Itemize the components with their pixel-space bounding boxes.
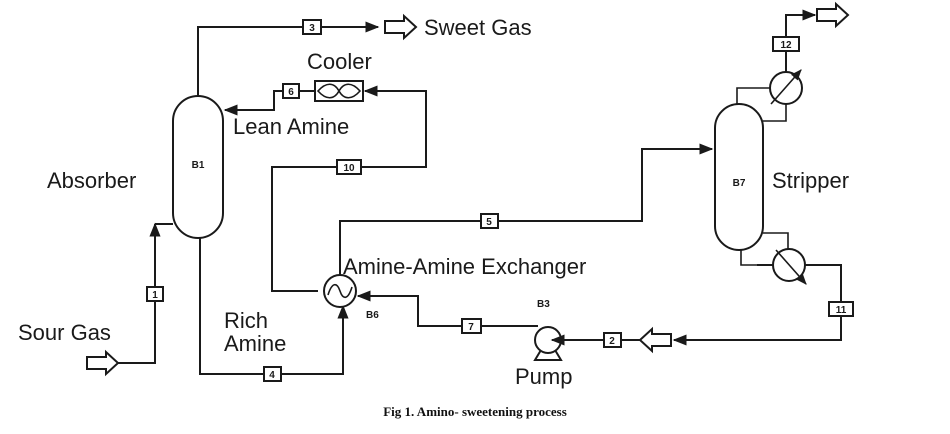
sour-gas-inlet-arrow (86, 349, 120, 377)
stream-3-line (197, 21, 380, 96)
svg-text:11: 11 (836, 305, 847, 316)
stream-11-line (672, 264, 842, 346)
absorber-column: B1 (172, 95, 224, 239)
stream-10-tag: 10 (336, 159, 362, 175)
sour-gas-label: Sour Gas (18, 320, 111, 345)
stream-10-line (271, 85, 427, 292)
sweet-gas-outlet-arrow (384, 13, 418, 41)
amine-exchanger-unit (323, 274, 357, 308)
svg-text:1: 1 (152, 290, 158, 301)
figure-caption: Fig 1. Amino- sweetening process (383, 404, 567, 419)
stream-5-tag: 5 (480, 213, 499, 229)
cooler-unit (314, 80, 364, 102)
exchanger-block-id: B6 (366, 310, 379, 321)
sweet-gas-label: Sweet Gas (424, 15, 532, 40)
stripper-label: Stripper (772, 168, 849, 193)
stream-3-tag: 3 (302, 19, 322, 35)
stream-1-tag: 1 (146, 286, 164, 302)
amine-exchanger-label: Amine-Amine Exchanger (343, 254, 586, 279)
svg-text:7: 7 (468, 322, 474, 333)
absorber-block-id: B1 (192, 160, 205, 171)
cooler-label: Cooler (307, 49, 372, 74)
stream-12-tag: 12 (772, 36, 800, 52)
svg-text:3: 3 (309, 23, 315, 34)
stream-1-line (118, 222, 173, 364)
stream-4-line (199, 238, 349, 375)
acid-gas-outlet-arrow (816, 1, 850, 29)
stream-5-line (339, 143, 714, 275)
stream-7-line (356, 290, 538, 327)
svg-text:10: 10 (343, 163, 355, 174)
rich-amine-label: Amine (224, 331, 286, 356)
pump-label: Pump (515, 364, 572, 389)
stream-2-tag: 2 (603, 332, 622, 348)
svg-text:12: 12 (780, 40, 792, 51)
stream-11-tag: 11 (828, 301, 854, 317)
pump-block-id: B3 (537, 299, 550, 310)
pump-unit (533, 326, 563, 361)
svg-text:6: 6 (288, 87, 294, 98)
stream-6-line (223, 90, 315, 116)
reboiler-unit (740, 232, 807, 285)
stream-6-tag: 6 (282, 83, 300, 99)
svg-text:5: 5 (486, 217, 492, 228)
stripper-block-id: B7 (733, 178, 746, 189)
stripper-column: B7 (714, 103, 764, 251)
stream-7-tag: 7 (461, 318, 482, 334)
lean-amine-label: Lean Amine (233, 114, 349, 139)
svg-text:4: 4 (269, 370, 275, 381)
stream-4-tag: 4 (263, 366, 282, 382)
rich-label: Rich (224, 308, 268, 333)
svg-text:2: 2 (609, 336, 615, 347)
makeup-inlet-arrow (638, 326, 672, 354)
stream-12-line (785, 9, 817, 72)
absorber-label: Absorber (47, 168, 136, 193)
